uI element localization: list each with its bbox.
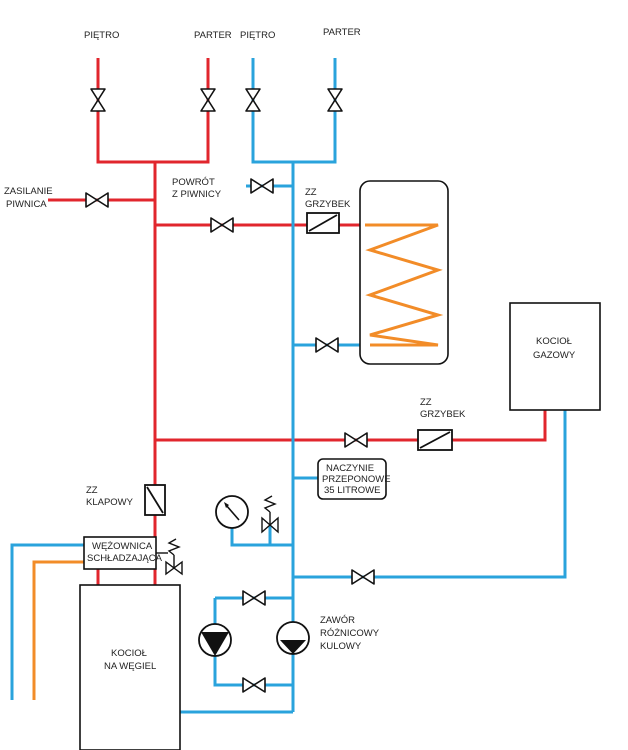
valve-upper-right-blue[interactable] — [327, 88, 343, 112]
valve-upper-right-red[interactable] — [200, 88, 216, 112]
valve-basement-supply[interactable] — [85, 192, 109, 208]
valve-upper-left[interactable] — [90, 88, 106, 112]
supply-upper-branch — [96, 58, 210, 164]
label-zawor-line2: RÓŻNICOWY — [320, 628, 380, 639]
label-naczynie-line2: PRZEPONOWE — [322, 474, 391, 485]
tank-heating-coil — [365, 223, 444, 347]
circulation-pump-icon — [198, 623, 232, 657]
label-zz-grzybek-mid-line1: ZZ — [420, 397, 432, 408]
label-parter-right: PARTER — [323, 27, 361, 38]
valve-upper-left-blue[interactable] — [245, 88, 261, 112]
label-parter-left: PARTER — [194, 30, 232, 41]
supply-pipes — [48, 58, 547, 588]
check-valve-flap[interactable] — [144, 484, 166, 516]
label-kociol-gazowy-line1: KOCIOŁ — [536, 336, 572, 347]
safety-valve-coil-icon — [156, 538, 183, 576]
label-wezownica-line1: WĘŻOWNICA — [92, 541, 153, 552]
valve-tank-supply[interactable] — [210, 217, 234, 233]
gas-boiler — [509, 302, 601, 411]
label-kociol-wegiel-line1: KOCIOŁ — [111, 648, 147, 659]
label-zz-klapowy-line2: KLAPOWY — [86, 497, 134, 508]
label-powrot-line1: POWRÓT — [172, 177, 215, 188]
cooling-coil-inlet — [10, 543, 84, 700]
label-kociol-gazowy-line2: GAZOWY — [533, 350, 576, 361]
supply-gas-boiler-line — [155, 410, 547, 442]
expansion-tank-box — [317, 458, 387, 500]
hot-water-tank — [359, 180, 449, 365]
safety-valve-icon — [261, 495, 279, 534]
cooling-coil-outlet — [32, 560, 84, 700]
valve-pump-bottom[interactable] — [242, 677, 266, 693]
label-zasilanie-line1: ZASILANIE — [4, 186, 53, 197]
valve-pump-top[interactable] — [242, 590, 266, 606]
label-zawor-line3: KULOWY — [320, 641, 362, 652]
check-valve-gas[interactable] — [417, 429, 453, 451]
label-zawor-line1: ZAWÓR — [320, 615, 355, 626]
return-upper-branch — [251, 58, 337, 164]
label-pietro-right: PIĘTRO — [240, 30, 275, 41]
valve-gas-return[interactable] — [351, 569, 375, 585]
label-naczynie-line1: NACZYNIE — [326, 463, 374, 474]
label-zasilanie-line2: PIWNICA — [6, 199, 47, 210]
label-wezownica-line2: SCHŁADZAJĄCA — [87, 553, 163, 564]
label-kociol-wegiel-line2: NA WĘGIEL — [104, 661, 156, 672]
label-zz-grzybek-top-line2: GRZYBEK — [305, 199, 351, 210]
return-gas-boiler-line — [293, 410, 567, 579]
cooling-coil-box — [83, 536, 157, 570]
label-zz-grzybek-mid-line2: GRZYBEK — [420, 409, 466, 420]
pressure-gauge-icon — [215, 495, 249, 529]
check-valve-tank[interactable] — [306, 212, 340, 234]
valve-tank-return[interactable] — [315, 337, 339, 353]
valve-gas-supply[interactable] — [344, 432, 368, 448]
coal-boiler — [79, 584, 181, 750]
label-powrot-line2: Z PIWNICY — [172, 189, 222, 200]
label-zz-grzybek-top-line1: ZZ — [305, 187, 317, 198]
label-naczynie-line3: 35 LITROWE — [324, 485, 381, 496]
label-pietro-left: PIĘTRO — [84, 30, 119, 41]
differential-ball-valve-icon — [276, 621, 310, 655]
label-zz-klapowy-line1: ZZ — [86, 485, 98, 496]
valve-basement-return[interactable] — [250, 178, 274, 194]
